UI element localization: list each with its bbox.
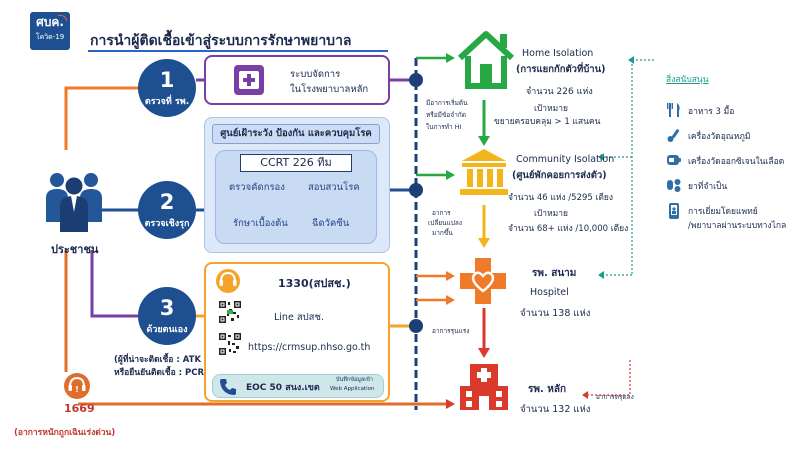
eoc-label: EOC 50 สนง.เขต xyxy=(246,383,320,393)
note-change-2: เปลี่ยนแปลง xyxy=(428,219,463,227)
nhso-hotline: 1330(สปสช.) xyxy=(278,277,351,290)
support-item-telemed-2: /พยาบาลผ่านระบบทางไกล xyxy=(688,221,787,231)
food-icon xyxy=(667,103,680,117)
web-qr-code-icon xyxy=(218,332,242,356)
sbk-logo: ศบค. โควิด-19 xyxy=(30,12,70,50)
main-hospital-count: จำนวน 132 แห่ง xyxy=(520,404,591,415)
home-subtitle: (การแยกกักตัวที่บ้าน) xyxy=(516,64,606,75)
box1-line1: ระบบจัดการ xyxy=(290,69,341,80)
note-critical: อาการทรุดลง xyxy=(596,393,634,401)
people-icon xyxy=(46,173,102,232)
hospital-system-icon xyxy=(234,65,264,95)
medicine-icon xyxy=(667,179,681,192)
channel-1-number: 1 xyxy=(159,68,175,92)
channel-3-number: 3 xyxy=(159,296,175,320)
home-title: Home Isolation xyxy=(522,48,594,59)
line-label: Line สปสช. xyxy=(274,312,324,323)
web-app-line1: บันทึกข้อมูลเข้า xyxy=(336,377,373,383)
community-target-label: เป้าหมาย xyxy=(534,209,569,219)
note-mild-1: มีอาการเริ่มต้น xyxy=(426,99,468,107)
channel-3-circle: 3 ด้วยตนเอง xyxy=(138,287,196,345)
call-center-icon: ! xyxy=(64,373,90,399)
support-item-telemed-1: การเยี่ยมโดยแพทย์ xyxy=(688,207,758,217)
line-qr-code-icon xyxy=(218,300,242,324)
support-item-medicine: ยาที่จำเป็น xyxy=(688,182,728,192)
field-title: รพ. สนาม xyxy=(532,268,577,279)
box1-line2: ในโรงพยาบาลหลัก xyxy=(290,84,369,95)
ccrt-title: CCRT 226 ทีม xyxy=(240,154,352,172)
support-title: สิ่งสนับสนุน xyxy=(666,75,709,85)
field-hospital-icon xyxy=(460,258,506,304)
ccrt-item-screening: ตรวจคัดกรอง xyxy=(229,182,285,193)
support-item-thermometer: เครื่องวัดอุณหภูมิ xyxy=(688,132,751,142)
title-underline xyxy=(88,50,388,52)
field-subtitle: Hospitel xyxy=(530,287,569,298)
note-change-1: อาการ xyxy=(432,209,451,217)
eoc-panel xyxy=(212,374,384,398)
community-building-icon xyxy=(460,149,508,195)
thermometer-icon xyxy=(667,129,680,142)
home-target: ขยายครอบคลุม > 1 แสนคน xyxy=(494,117,601,127)
note-change-3: มากขึ้น xyxy=(432,229,453,237)
note-mild-2: หรือมีข้อจำกัด xyxy=(426,111,466,119)
pulse-oximeter-icon xyxy=(667,155,681,165)
web-app-line2: Web Application xyxy=(330,386,375,392)
community-subtitle: (ศูนย์พักคอยการส่งตัว) xyxy=(512,170,607,181)
field-count: จำนวน 138 แห่ง xyxy=(520,308,591,319)
support-item-oximeter: เครื่องวัดออกซิเจนในเลือด xyxy=(688,157,785,167)
home-target-label: เป้าหมาย xyxy=(534,104,569,114)
hotline-1669: 1669 xyxy=(64,402,95,415)
main-hospital-title: รพ. หลัก xyxy=(528,384,567,395)
support-item-food: อาหาร 3 มื้อ xyxy=(688,107,735,117)
crm-url[interactable]: https://crmsup.nhso.go.th xyxy=(248,342,371,353)
svg-text:!: ! xyxy=(75,385,79,394)
channel-1-label: ตรวจที่ รพ. xyxy=(144,97,190,107)
note-mild-3: ในการทำ HI xyxy=(426,123,462,131)
self-note-line1: (ผู้ที่น่าจะติดเชื้อ : ATK xyxy=(114,355,202,365)
community-count: จำนวน 46 แห่ง /5295 เตียง xyxy=(508,193,614,203)
community-target: จำนวน 68+ แห่ง /10,000 เตียง xyxy=(508,224,629,234)
channel-2-label: ตรวจเชิงรุก xyxy=(144,219,190,229)
hotline-1669-note: (อาการหนักถูกเฉินเร่งด่วน) xyxy=(14,428,116,438)
main-hospital-icon xyxy=(460,364,508,410)
channel-2-circle: 2 ตรวจเชิงรุก xyxy=(138,181,196,239)
self-note-line2: หรือยืนยันติดเชื้อ : PCR) xyxy=(114,368,208,378)
channel-1-circle: 1 ตรวจที่ รพ. xyxy=(138,59,196,117)
page-title: การนำผู้ติดเชื้อเข้าสู่ระบบการรักษาพยาบา… xyxy=(90,33,352,49)
community-title: Community Isolation xyxy=(516,154,615,165)
ccrt-item-treatment: รักษาเบื้องต้น xyxy=(233,218,288,229)
phone-icon xyxy=(220,379,236,395)
channel-2-number: 2 xyxy=(159,190,175,214)
disease-control-header: ศูนย์เฝ้าระวัง ป้องกัน และควบคุมโรค xyxy=(212,124,380,144)
home-count: จำนวน 226 แห่ง xyxy=(526,87,593,97)
logo-subtitle: โควิด-19 xyxy=(35,33,65,41)
telemedicine-icon xyxy=(669,203,679,219)
note-severe: อาการรุนแรง xyxy=(432,327,470,335)
logo-title: ศบค. xyxy=(36,15,64,29)
ccrt-item-investigation: สอบสวนโรค xyxy=(308,182,360,193)
channel-3-label: ด้วยตนเอง xyxy=(146,325,188,335)
ccrt-item-vaccine: ฉีดวัคซีน xyxy=(312,218,350,229)
home-icon xyxy=(457,31,515,89)
people-label: ประชาชน xyxy=(51,243,99,256)
headset-icon xyxy=(216,269,240,293)
